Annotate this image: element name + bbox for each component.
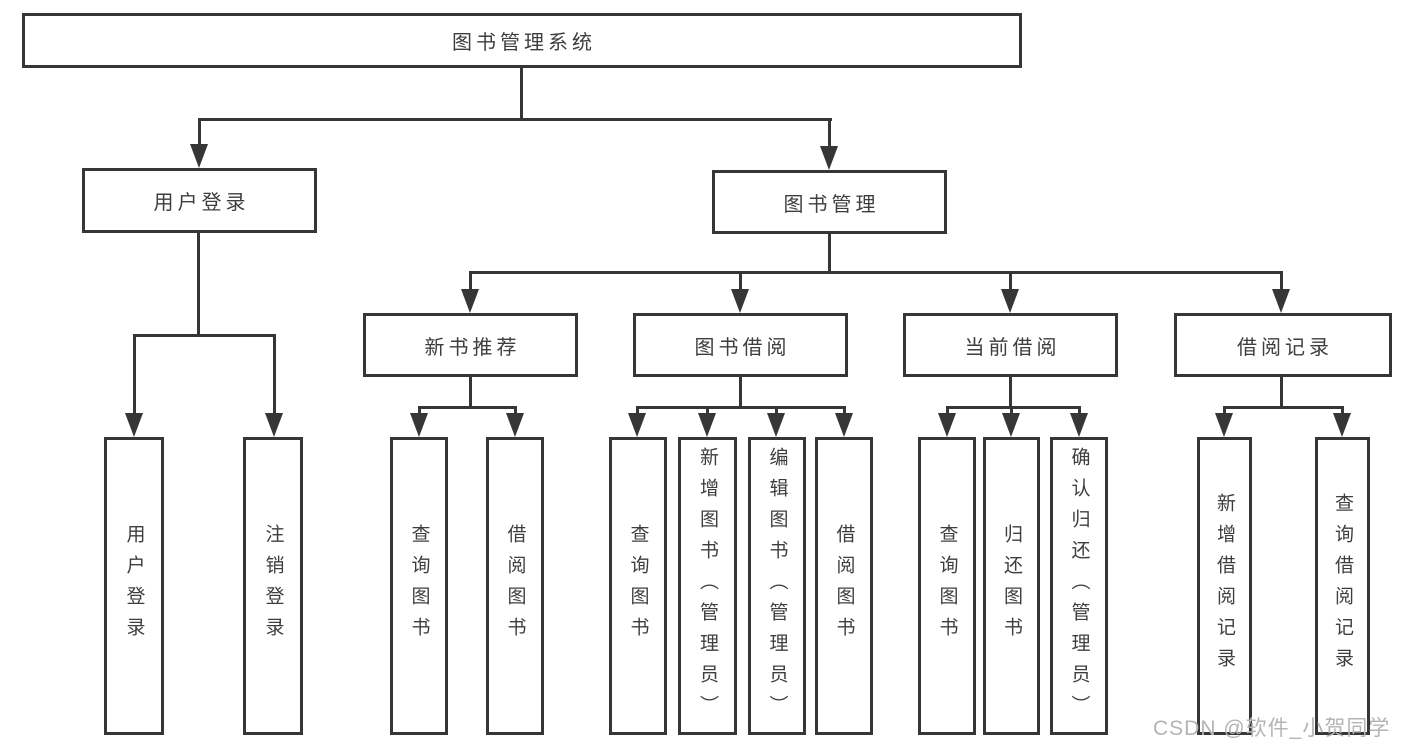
connector-line bbox=[418, 406, 517, 409]
connector-line bbox=[946, 406, 949, 418]
connector-arrowhead bbox=[506, 413, 524, 437]
connector-arrowhead bbox=[461, 289, 479, 313]
connector-line bbox=[1223, 406, 1226, 418]
connector-arrowhead bbox=[767, 413, 785, 437]
leaf-borrow-edit-books-admin: 编辑图书（管理员） bbox=[748, 437, 806, 735]
connector-arrowhead bbox=[1215, 413, 1233, 437]
connector-line bbox=[197, 233, 200, 337]
leaf-recommend-query-books: 查询图书 bbox=[390, 437, 448, 735]
connector-line bbox=[469, 271, 472, 291]
connector-line bbox=[520, 66, 523, 120]
connector-line bbox=[1009, 271, 1012, 291]
connector-line bbox=[1078, 406, 1081, 418]
node-new-book-recommend: 新书推荐 bbox=[363, 313, 578, 377]
connector-line bbox=[469, 271, 1283, 274]
leaf-current-query-books: 查询图书 bbox=[918, 437, 976, 735]
node-root-system: 图书管理系统 bbox=[22, 13, 1022, 68]
node-current-borrowing: 当前借阅 bbox=[903, 313, 1118, 377]
leaf-current-return-books: 归还图书 bbox=[983, 437, 1040, 735]
connector-line bbox=[1280, 377, 1283, 409]
connector-line bbox=[198, 118, 201, 148]
leaf-borrow-add-books-admin: 新增图书（管理员） bbox=[678, 437, 737, 735]
leaf-record-add-borrow-record: 新增借阅记录 bbox=[1197, 437, 1252, 735]
connector-arrowhead bbox=[698, 413, 716, 437]
connector-arrowhead bbox=[820, 146, 838, 170]
leaf-current-confirm-return-admin: 确认归还（管理员） bbox=[1050, 437, 1108, 735]
connector-arrowhead bbox=[1333, 413, 1351, 437]
node-borrowing-records: 借阅记录 bbox=[1174, 313, 1392, 377]
node-book-management: 图书管理 bbox=[712, 170, 947, 234]
connector-line bbox=[1010, 406, 1013, 418]
connector-line bbox=[1341, 406, 1344, 418]
connector-line bbox=[775, 406, 778, 418]
leaf-borrow-query-books: 查询图书 bbox=[609, 437, 667, 735]
leaf-record-query-borrow-record: 查询借阅记录 bbox=[1315, 437, 1370, 735]
leaf-recommend-borrow-books: 借阅图书 bbox=[486, 437, 544, 735]
connector-arrowhead bbox=[1001, 289, 1019, 313]
connector-line bbox=[273, 334, 276, 416]
connector-arrowhead bbox=[125, 413, 143, 437]
connector-line bbox=[133, 334, 276, 337]
connector-line bbox=[133, 334, 136, 416]
connector-arrowhead bbox=[628, 413, 646, 437]
connector-line bbox=[1223, 406, 1344, 409]
connector-line bbox=[828, 118, 831, 148]
connector-line bbox=[1009, 377, 1012, 409]
connector-arrowhead bbox=[265, 413, 283, 437]
leaf-borrow-borrow-books: 借阅图书 bbox=[815, 437, 873, 735]
connector-line bbox=[828, 234, 831, 274]
connector-arrowhead bbox=[1272, 289, 1290, 313]
connector-line bbox=[1280, 271, 1283, 291]
connector-line bbox=[843, 406, 846, 418]
connector-line bbox=[946, 406, 1081, 409]
connector-line bbox=[739, 271, 742, 291]
connector-arrowhead bbox=[938, 413, 956, 437]
connector-line bbox=[198, 118, 832, 121]
connector-arrowhead bbox=[410, 413, 428, 437]
connector-line bbox=[739, 377, 742, 409]
connector-arrowhead bbox=[731, 289, 749, 313]
leaf-login-logout: 注销登录 bbox=[243, 437, 303, 735]
leaf-login-user-login: 用户登录 bbox=[104, 437, 164, 735]
connector-arrowhead bbox=[1002, 413, 1020, 437]
connector-arrowhead bbox=[1070, 413, 1088, 437]
connector-line bbox=[636, 406, 639, 418]
connector-line bbox=[469, 377, 472, 409]
node-user-login: 用户登录 bbox=[82, 168, 317, 233]
connector-line bbox=[636, 406, 846, 409]
connector-arrowhead bbox=[190, 144, 208, 168]
node-book-borrowing: 图书借阅 bbox=[633, 313, 848, 377]
connector-line bbox=[706, 406, 709, 418]
connector-arrowhead bbox=[835, 413, 853, 437]
connector-line bbox=[514, 406, 517, 418]
watermark-text: CSDN @软件_小贺同学 bbox=[1153, 717, 1391, 740]
connector-line bbox=[418, 406, 421, 418]
